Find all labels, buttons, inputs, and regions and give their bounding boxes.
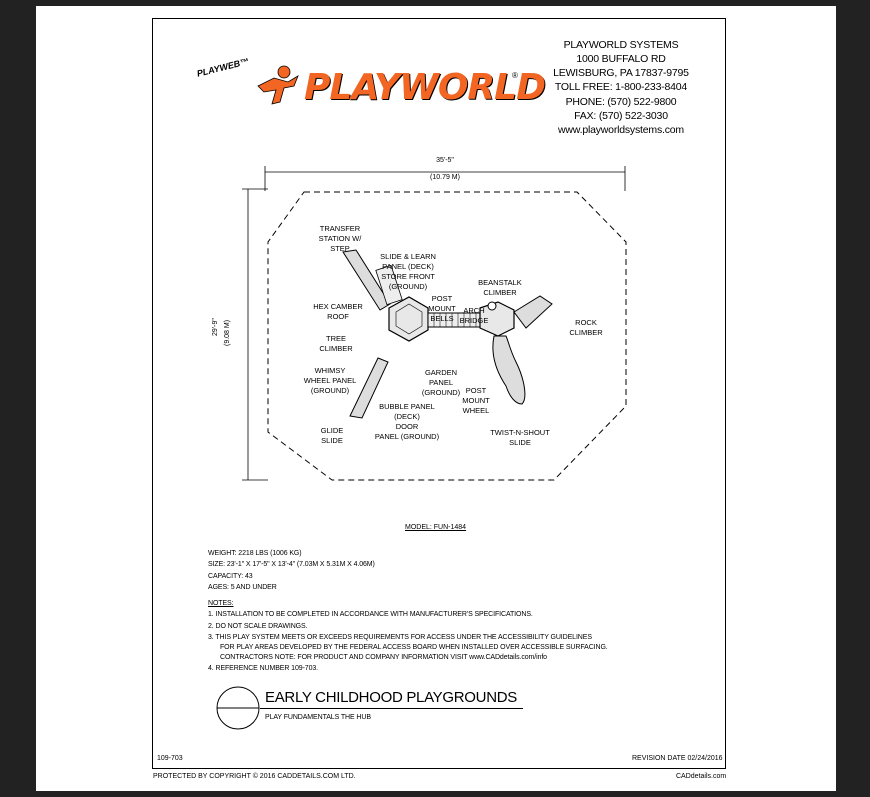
- drawing-subtitle: PLAY FUNDAMENTALS THE HUB: [265, 714, 371, 721]
- label-beanstalk-climber: BEANSTALK CLIMBER: [478, 278, 522, 297]
- company-name: PLAYWORLD SYSTEMS: [563, 39, 679, 51]
- playworld-figure-icon: [257, 65, 299, 105]
- label-glide-slide: GLIDE SLIDE: [320, 426, 344, 445]
- tollfree-number: TOLL FREE: 1-800-233-8404: [554, 81, 688, 93]
- fax-number: FAX: (570) 522-3030: [574, 110, 668, 122]
- spec-size: SIZE: 23'-1" X 17'-5" X 13'-4" (7.03M X …: [208, 561, 375, 568]
- label-arch-bridge: ARCH BRIDGE: [459, 306, 489, 325]
- depth-dimension: 29'-9": [212, 318, 219, 336]
- twist-slide: [492, 335, 526, 405]
- use-zone-outline: [267, 191, 627, 481]
- title-underline: [260, 708, 523, 709]
- sheet-border: [152, 18, 726, 769]
- label-bubble-panel: BUBBLE PANEL (DECK) DOOR PANEL (GROUND): [374, 402, 440, 441]
- spec-weight: WEIGHT: 2218 LBS (1006 KG): [208, 550, 302, 557]
- drawing-title: EARLY CHILDHOOD PLAYGROUNDS: [265, 689, 517, 706]
- label-hex-camber-roof: HEX CAMBER ROOF: [313, 302, 363, 321]
- note-1: 1. INSTALLATION TO BE COMPLETED IN ACCOR…: [208, 611, 533, 618]
- copyright-notice: PROTECTED BY COPYRIGHT © 2016 CADDETAILS…: [153, 773, 356, 780]
- label-transfer-station: TRANSFER STATION W/ STEP: [318, 224, 362, 253]
- revision-date: REVISION DATE 02/24/2016: [632, 755, 723, 762]
- spec-capacity: CAPACITY: 43: [208, 573, 253, 580]
- note-2: 2. DO NOT SCALE DRAWINGS.: [208, 623, 308, 630]
- width-dimension: 35'-5": [436, 157, 454, 164]
- width-dimension-metric: (10.79 M): [430, 174, 460, 181]
- label-whimsy-wheel-panel: WHIMSY WHEEL PANEL (GROUND): [303, 366, 357, 395]
- street-address: 1000 BUFFALO RD: [576, 53, 666, 65]
- rock-climber: [513, 295, 553, 329]
- caddetails-link[interactable]: CADdetails.com: [676, 773, 727, 780]
- notes-heading: NOTES:: [208, 600, 234, 607]
- label-post-mount-wheel: POST MOUNT WHEEL: [462, 386, 490, 415]
- title-block-circle-icon: [216, 686, 260, 730]
- note-3: 3. THIS PLAY SYSTEM MEETS OR EXCEEDS REQ…: [208, 634, 592, 641]
- label-rock-climber: ROCK CLIMBER: [569, 318, 603, 337]
- note-4: 4. REFERENCE NUMBER 109-703.: [208, 665, 319, 672]
- label-tree-climber: TREE CLIMBER: [319, 334, 353, 353]
- registered-mark: ®: [512, 71, 518, 80]
- note-3-line-3: CONTRACTORS NOTE: FOR PRODUCT AND COMPAN…: [220, 654, 547, 661]
- glide-slide: [349, 357, 389, 419]
- hex-deck: [388, 296, 429, 342]
- label-twist-n-shout-slide: TWIST-N-SHOUT SLIDE: [490, 428, 550, 447]
- playworld-logo: PLAYWORLD: [304, 67, 546, 108]
- document-page: PLAYWEB™ PLAYWORLD ® PLAYWORLD SYSTEMS 1…: [36, 6, 836, 791]
- label-post-mount-bells: POST MOUNT BELLS: [428, 294, 456, 323]
- phone-number: PHONE: (570) 522-9800: [565, 96, 677, 108]
- website-link[interactable]: www.playworldsystems.com: [558, 124, 684, 136]
- square-deck: [479, 301, 515, 337]
- label-slide-learn-panel: SLIDE & LEARN PANEL (DECK) STORE FRONT (…: [380, 252, 436, 291]
- label-garden-panel: GARDEN PANEL (GROUND): [421, 368, 461, 397]
- reference-number: 109-703: [157, 755, 183, 762]
- note-3-line-2: FOR PLAY AREAS DEVELOPED BY THE FEDERAL …: [220, 644, 608, 651]
- model-number: MODEL: FUN-1484: [405, 524, 467, 531]
- spec-ages: AGES: 5 AND UNDER: [208, 584, 277, 591]
- city-address: LEWISBURG, PA 17837-9795: [553, 67, 689, 79]
- depth-dimension-metric: (9.08 M): [224, 319, 231, 346]
- site-plan-drawing: [242, 166, 627, 481]
